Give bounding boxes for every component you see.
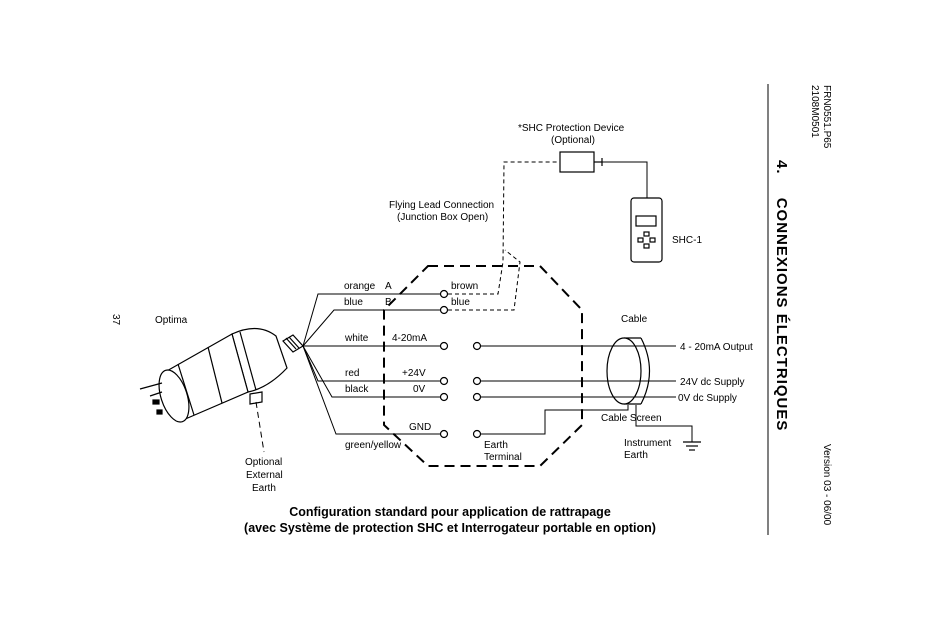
shc1-handheld: [630, 197, 663, 263]
optional-earth-lead: [255, 401, 265, 453]
cable-cores: [607, 345, 676, 398]
label-shc-optional: (Optional): [551, 135, 595, 146]
instrument-earth-symbol: [683, 441, 701, 451]
label-0v-supply: 0V dc Supply: [678, 393, 737, 404]
label-wire-blue: blue: [344, 297, 363, 308]
label-terminal-a: A: [385, 281, 392, 292]
label-wire-black: black: [345, 384, 369, 395]
label-shc1: SHC-1: [672, 235, 702, 246]
doc-code: FRN0551.P65: [821, 85, 832, 149]
label-terminal-brown: brown: [451, 281, 478, 292]
caption-line-2: (avec Système de protection SHC et Inter…: [244, 521, 656, 535]
label-output: 4 - 20mA Output: [680, 342, 753, 353]
label-terminal-b: B: [385, 297, 392, 308]
label-wire-orange: orange: [344, 281, 376, 292]
shc-protection-device: [559, 151, 603, 173]
label-junction-open: (Junction Box Open): [397, 212, 488, 223]
optima-sensor: [139, 327, 304, 423]
shc-lead: [602, 161, 648, 198]
section-number: 4.: [773, 160, 790, 175]
page-number: 37: [110, 314, 121, 326]
label-optional-earth-3: Earth: [252, 483, 276, 494]
label-terminal-gnd: GND: [409, 422, 431, 433]
section-title: CONNEXIONS ÉLECTRIQUES: [773, 198, 790, 432]
label-terminal-0v: 0V: [413, 384, 426, 395]
label-optima: Optima: [155, 315, 188, 326]
label-flying-lead: Flying Lead Connection: [389, 200, 494, 211]
junction-box-outline: [383, 265, 583, 467]
label-wire-white: white: [344, 333, 369, 344]
label-terminal-24v: +24V: [402, 368, 426, 379]
version-label: Version 03 - 06/00: [821, 444, 832, 526]
cable-cylinder: [606, 337, 650, 405]
label-wire-red: red: [345, 368, 359, 379]
terminal-column-left: [439, 289, 449, 439]
section-heading: 4. CONNEXIONS ÉLECTRIQUES: [773, 160, 790, 431]
doc-ref: 2108M0501: [809, 85, 820, 138]
caption-line-1: Configuration standard pour application …: [289, 505, 611, 519]
wire-bundle: [302, 293, 440, 435]
label-instrument-earth-2: Earth: [624, 450, 648, 461]
label-optional-earth-1: Optional: [245, 457, 282, 468]
label-earth-terminal-2: Terminal: [484, 452, 522, 463]
label-24v-supply: 24V dc Supply: [680, 377, 745, 388]
terminal-column-right: [472, 341, 482, 439]
label-terminal-blue: blue: [451, 297, 470, 308]
label-optional-earth-2: External: [246, 470, 283, 481]
earth-wiring: [481, 405, 693, 442]
label-terminal-ma: 4-20mA: [392, 333, 427, 344]
label-cable-screen: Cable Screen: [601, 413, 662, 424]
label-instrument-earth-1: Instrument: [624, 438, 671, 449]
label-wire-green-yellow: green/yellow: [345, 440, 402, 451]
label-shc-device: *SHC Protection Device: [518, 123, 625, 134]
label-earth-terminal-1: Earth: [484, 440, 508, 451]
label-cable: Cable: [621, 314, 648, 325]
